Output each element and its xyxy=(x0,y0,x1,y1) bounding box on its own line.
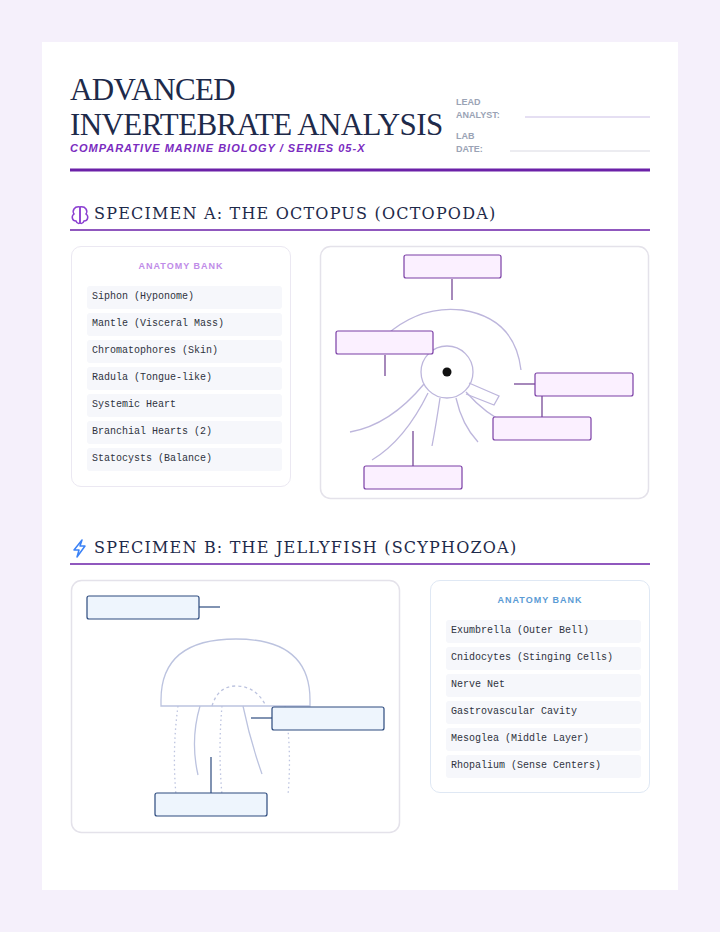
anatomy-term: Rhopalium (Sense Centers) xyxy=(446,755,641,778)
lightning-icon xyxy=(74,540,85,557)
brain-icon xyxy=(72,207,87,224)
anatomy-term: Branchial Hearts (2) xyxy=(87,421,282,444)
anatomy-term: Siphon (Hyponome) xyxy=(87,286,282,309)
term-text: Nerve Net xyxy=(446,674,641,690)
blank-label-box xyxy=(336,255,633,489)
diagram-panel xyxy=(72,581,400,833)
term-text: Siphon (Hyponome) xyxy=(87,286,282,302)
section-heading: SPECIMEN A: THE OCTOPUS (OCTOPODA) xyxy=(94,204,496,223)
anatomy-term: Chromatophores (Skin) xyxy=(87,340,282,363)
term-text: Exumbrella (Outer Bell) xyxy=(446,620,641,636)
section-heading: SPECIMEN B: THE JELLYFISH (SCYPHOZOA) xyxy=(94,538,517,557)
anatomy-term: Systemic Heart xyxy=(87,394,282,417)
term-text: Branchial Hearts (2) xyxy=(87,421,282,437)
anatomy-bank-panel: ANATOMY BANK Siphon (Hyponome) Mantle (Vis… xyxy=(71,246,291,487)
term-text: Cnidocytes (Stinging Cells) xyxy=(446,647,641,663)
section-rule xyxy=(70,229,650,231)
field-line xyxy=(510,151,650,152)
leader-lines xyxy=(199,607,272,793)
subtitle: COMPARATIVE MARINE BIOLOGY / SERIES 05-X xyxy=(70,142,365,154)
anatomy-term: Nerve Net xyxy=(446,674,641,697)
diagram-panel xyxy=(321,247,649,499)
field-label: LEAD ANALYST: xyxy=(456,96,508,122)
anatomy-term: Mantle (Visceral Mass) xyxy=(87,313,282,336)
field-label: LAB DATE: xyxy=(456,130,496,156)
page-title: ADVANCED INVERTEBRATE ANALYSIS xyxy=(70,72,462,142)
panel-heading: ANATOMY BANK xyxy=(431,595,649,605)
anatomy-bank-panel: ANATOMY BANK Exumbrella (Outer Bell) Cnido… xyxy=(430,580,650,793)
term-text: Mantle (Visceral Mass) xyxy=(87,313,282,329)
term-text: Mesoglea (Middle Layer) xyxy=(446,728,641,744)
term-text: Rhopalium (Sense Centers) xyxy=(446,755,641,771)
panel-heading: ANATOMY BANK xyxy=(72,261,290,271)
octopus-eye xyxy=(443,368,452,377)
section-rule xyxy=(70,563,650,565)
anatomy-term: Mesoglea (Middle Layer) xyxy=(446,728,641,751)
term-text: Gastrovascular Cavity xyxy=(446,701,641,717)
term-text: Statocysts (Balance) xyxy=(87,448,282,464)
anatomy-term: Gastrovascular Cavity xyxy=(446,701,641,724)
anatomy-term: Radula (Tongue-like) xyxy=(87,367,282,390)
term-text: Chromatophores (Skin) xyxy=(87,340,282,356)
header-rule xyxy=(70,169,650,172)
anatomy-term: Statocysts (Balance) xyxy=(87,448,282,471)
anatomy-term: Exumbrella (Outer Bell) xyxy=(446,620,641,643)
term-text: Radula (Tongue-like) xyxy=(87,367,282,383)
blank-label-box xyxy=(87,596,384,816)
field-line xyxy=(525,117,650,118)
term-text: Systemic Heart xyxy=(87,394,282,410)
anatomy-term: Cnidocytes (Stinging Cells) xyxy=(446,647,641,670)
